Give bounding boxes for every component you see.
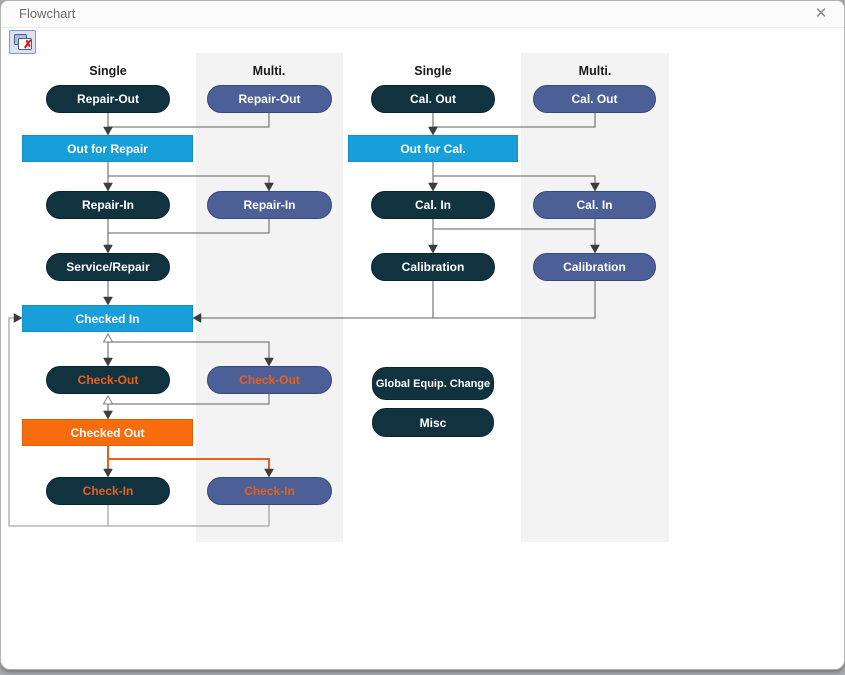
node-out-for-cal[interactable]: Out for Cal. bbox=[348, 135, 518, 162]
red-x-icon: ✗ bbox=[23, 39, 33, 51]
node-out-for-repair[interactable]: Out for Repair bbox=[22, 135, 193, 162]
node-check-out-multi[interactable]: Check-Out bbox=[207, 366, 332, 394]
node-checked-in[interactable]: Checked In bbox=[22, 305, 193, 332]
multi-column-bg-cal bbox=[521, 53, 669, 542]
node-repair-in-single[interactable]: Repair-In bbox=[46, 191, 170, 219]
node-check-out-single[interactable]: Check-Out bbox=[46, 366, 170, 394]
multi-column-bg-repair bbox=[196, 53, 343, 542]
node-misc[interactable]: Misc bbox=[372, 408, 494, 437]
node-calibration-multi[interactable]: Calibration bbox=[533, 253, 656, 281]
title-bar: Flowchart ✕ bbox=[1, 1, 844, 28]
node-checked-out[interactable]: Checked Out bbox=[22, 419, 193, 446]
column-header-multi-cal: Multi. bbox=[578, 64, 612, 78]
window-title: Flowchart bbox=[19, 6, 76, 21]
node-repair-out-single[interactable]: Repair-Out bbox=[46, 85, 170, 113]
close-icon[interactable]: ✕ bbox=[814, 5, 828, 22]
column-header-multi-repair: Multi. bbox=[252, 64, 286, 78]
node-cal-in-multi[interactable]: Cal. In bbox=[533, 191, 656, 219]
node-global-equip-change[interactable]: Global Equip. Change bbox=[372, 367, 494, 400]
node-repair-out-multi[interactable]: Repair-Out bbox=[207, 85, 332, 113]
node-service-repair[interactable]: Service/Repair bbox=[46, 253, 170, 281]
close-flowchart-button[interactable]: ✗ bbox=[9, 30, 36, 54]
node-check-in-single[interactable]: Check-In bbox=[46, 477, 170, 505]
node-cal-out-single[interactable]: Cal. Out bbox=[371, 85, 495, 113]
node-repair-in-multi[interactable]: Repair-In bbox=[207, 191, 332, 219]
window-front-icon bbox=[18, 38, 32, 50]
node-cal-in-single[interactable]: Cal. In bbox=[371, 191, 495, 219]
node-cal-out-multi[interactable]: Cal. Out bbox=[533, 85, 656, 113]
column-header-single-repair: Single bbox=[89, 64, 127, 78]
column-header-single-cal: Single bbox=[414, 64, 452, 78]
node-check-in-multi[interactable]: Check-In bbox=[207, 477, 332, 505]
node-calibration-single[interactable]: Calibration bbox=[371, 253, 495, 281]
